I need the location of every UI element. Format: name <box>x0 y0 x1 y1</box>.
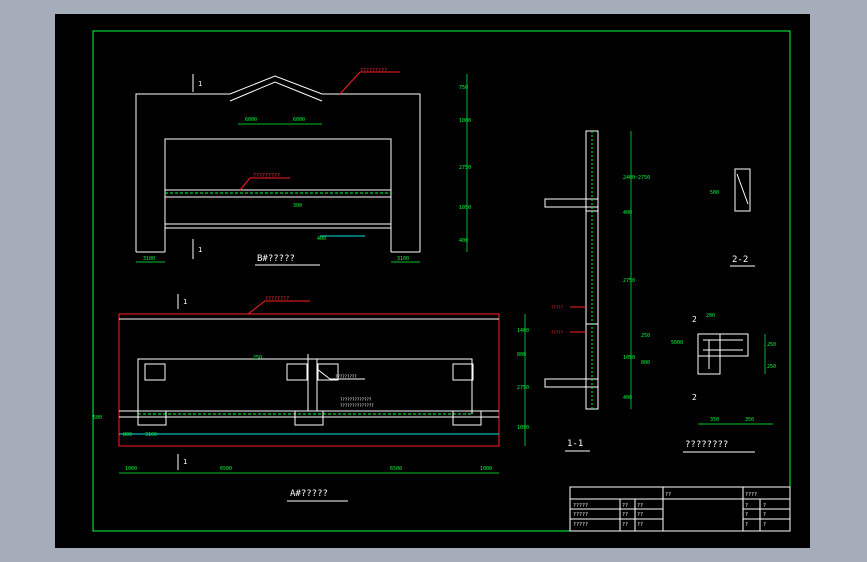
dim-a-right-0: 1400 <box>517 328 529 334</box>
dim-a-bottom-3: 1000 <box>480 466 492 472</box>
tb-cell-14: ? <box>745 512 748 518</box>
column-detail: 2 2 5000 200 350 350 250 250 ???????? <box>671 313 776 453</box>
dim-detail-bottom-0: 350 <box>710 417 719 423</box>
section-2-title: 2-2 <box>732 255 748 265</box>
dim-b-top-left: 6000 <box>245 117 257 123</box>
b-note-top: ????????? <box>360 68 387 74</box>
tb-cell-9: ???? <box>745 492 757 498</box>
section-1-title: 1-1 <box>567 439 583 449</box>
dim-b-right-1: 1000 <box>459 118 471 124</box>
dim-s1-right-3: 1050 <box>623 355 635 361</box>
dim-a-right-2: 2750 <box>517 385 529 391</box>
cad-drawing: 3100 3100 6000 6000 300 400 750 1000 275… <box>92 30 791 532</box>
tb-cell-10: ?? <box>665 492 671 498</box>
dim-b-right-4: 400 <box>459 238 468 244</box>
a-view-title: A#????? <box>290 489 328 499</box>
dim-a-right-3: 1050 <box>517 425 529 431</box>
sheet-border <box>92 30 791 532</box>
drawing-sheet: 3100 3100 6000 6000 300 400 750 1000 275… <box>55 14 810 548</box>
tb-cell-3: ????? <box>573 512 588 518</box>
dim-a-bottom-2: 6500 <box>390 466 402 472</box>
tb-cell-12: ? <box>745 503 748 509</box>
dim-detail-right-1: 250 <box>767 364 776 370</box>
tb-cell-6: ????? <box>573 522 588 528</box>
dim-s2-left: 500 <box>710 190 719 196</box>
dim-s1-right-0: 2400~2750 <box>623 175 650 181</box>
tb-cell-13: ? <box>763 503 766 509</box>
b-roof-inner <box>229 81 323 102</box>
detail-title: ???????? <box>685 440 728 450</box>
tb-cell-0: ????? <box>573 503 588 509</box>
dim-a-bottom-small-1: 3100 <box>145 432 157 438</box>
a-note-top: ???????? <box>265 296 289 302</box>
svg-text:1: 1 <box>183 298 187 306</box>
tb-cell-15: ? <box>763 512 766 518</box>
dim-s1-right-4: 400 <box>623 395 632 401</box>
tb-cell-8: ?? <box>637 522 643 528</box>
dim-s1-right-1: 400 <box>623 210 632 216</box>
svg-text:1: 1 <box>198 246 202 254</box>
dim-a-bottom-1: 6500 <box>220 466 232 472</box>
dim-b-bottom-right: 3100 <box>397 256 409 262</box>
dim-detail-top: 200 <box>706 313 715 319</box>
svg-text:2: 2 <box>692 315 697 324</box>
tb-cell-17: ? <box>745 522 748 528</box>
dim-b-right-0: 750 <box>459 85 468 91</box>
section-1-1: ????? ????? 2400~2750 400 2750 1050 400 … <box>544 130 650 452</box>
title-block: ????? ?? ?? ????? ?? ?? ????? ?? ?? ????… <box>569 486 791 532</box>
dim-a-bottom-0: 1000 <box>125 466 137 472</box>
a-outline <box>118 313 500 447</box>
dim-s1-right-2: 2750 <box>623 278 635 284</box>
tb-cell-18: ? <box>763 522 766 528</box>
a-note-3: ?????????????? <box>340 403 374 408</box>
tb-cell-2: ?? <box>637 503 643 509</box>
svg-text:1: 1 <box>183 458 187 466</box>
dim-b-right-3: 1050 <box>459 205 471 211</box>
dim-b-top-right: 6000 <box>293 117 305 123</box>
a-note-1: ????????? <box>335 374 357 379</box>
svg-text:1: 1 <box>198 80 202 88</box>
tb-cell-7: ?? <box>622 522 628 528</box>
tb-cell-1: ?? <box>622 503 628 509</box>
section-2-2: 500 2-2 <box>710 168 755 267</box>
s1-note-a: ????? <box>551 305 564 310</box>
a-elevation: 1000 6500 6500 1000 800 3100 500 250 140… <box>93 294 529 502</box>
dim-s1-mid-0: 250 <box>641 333 650 339</box>
a-note-2: ????????????? <box>340 397 372 402</box>
svg-text:2: 2 <box>692 393 697 402</box>
s1-note-b: ????? <box>551 330 564 335</box>
b-elevation: 3100 3100 6000 6000 300 400 750 1000 275… <box>135 68 471 266</box>
b-outline <box>135 75 421 252</box>
dim-b-right-2: 2750 <box>459 165 471 171</box>
dim-b-bottom-left: 3100 <box>143 256 155 262</box>
dim-a-left: 500 <box>93 415 102 421</box>
b-view-title: B#????? <box>257 254 295 264</box>
dim-a-right-1: 800 <box>517 352 526 358</box>
dim-b-mid: 300 <box>293 203 302 209</box>
dim-detail-right-0: 250 <box>767 342 776 348</box>
dim-b-base: 400 <box>317 236 326 242</box>
tb-cell-5: ?? <box>637 512 643 518</box>
dim-a-mid: 250 <box>253 355 262 361</box>
dim-s1-mid-1: 800 <box>641 360 650 366</box>
dim-a-bottom-small-0: 800 <box>123 432 132 438</box>
dim-detail-left: 5000 <box>671 340 683 346</box>
b-note-mid: ????????? <box>253 173 280 179</box>
tb-cell-4: ?? <box>622 512 628 518</box>
dim-detail-bottom-1: 350 <box>745 417 754 423</box>
